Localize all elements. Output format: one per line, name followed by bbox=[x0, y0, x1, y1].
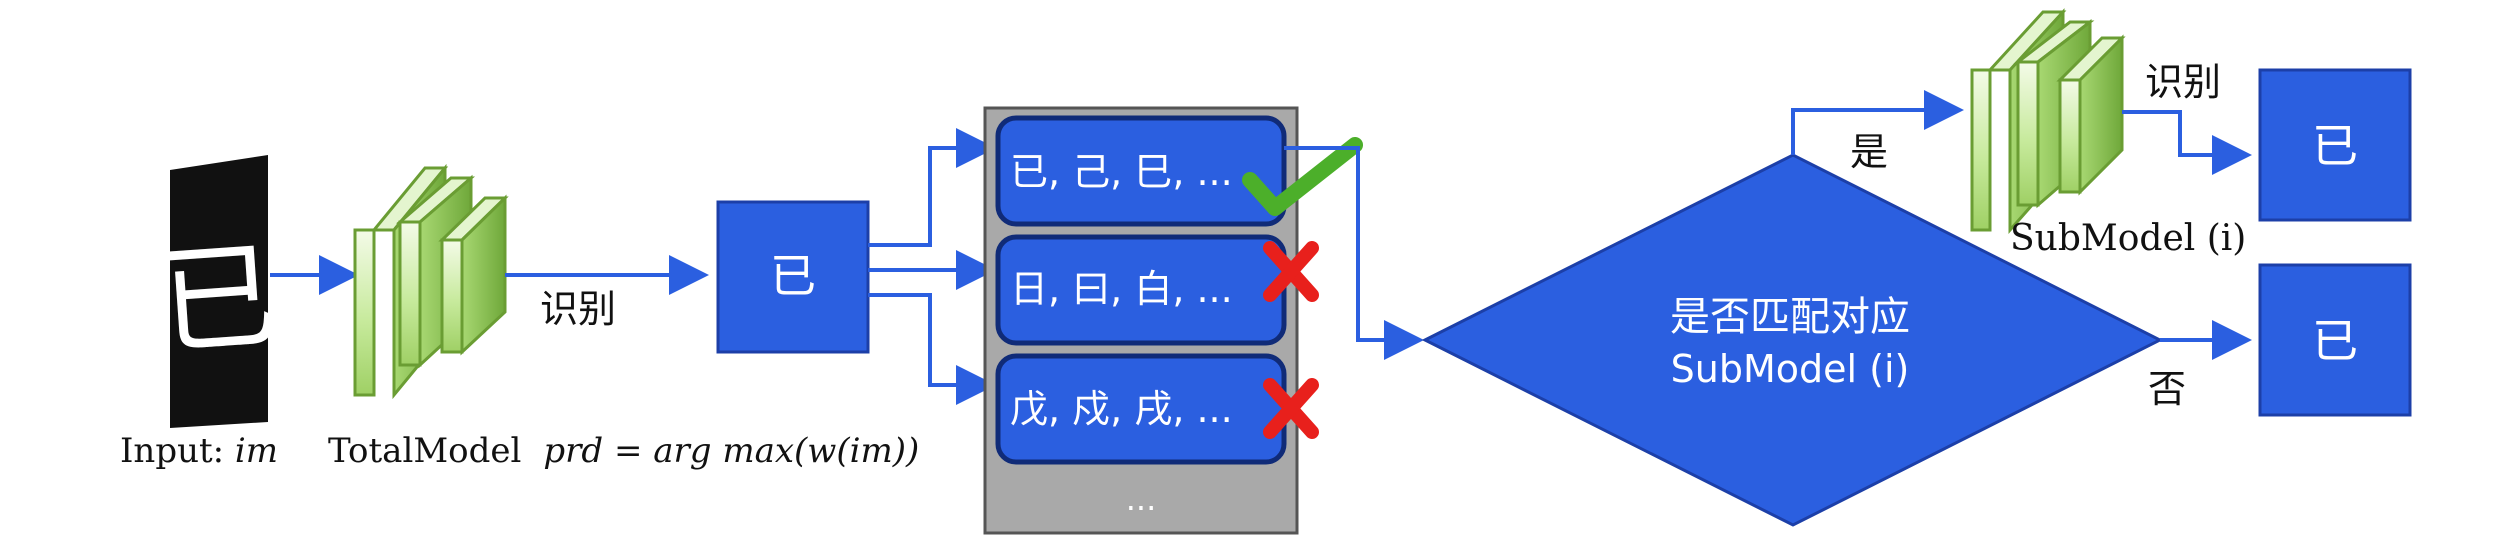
result-top-char: 已 bbox=[2312, 119, 2358, 173]
result-bottom-char: 已 bbox=[2312, 314, 2358, 368]
candidate-group-1-text: 已, 己, 巳, ... bbox=[1010, 150, 1233, 194]
candidate-group-2-text: 日, 曰, 白, ... bbox=[1010, 267, 1233, 311]
predicted-char: 已 bbox=[770, 249, 816, 303]
check-mark-icon bbox=[1242, 137, 1363, 216]
result-box-top bbox=[2258, 68, 2412, 222]
input-image: 已 bbox=[155, 155, 283, 428]
groups-ellipsis: ... bbox=[1126, 480, 1157, 518]
arrow-to-group-3 bbox=[868, 293, 996, 405]
yes-label: 是 bbox=[1850, 130, 1888, 174]
arrow-group-to-decision bbox=[1284, 146, 1424, 360]
no-label: 否 bbox=[2148, 367, 2186, 411]
cross-mark-icon bbox=[1263, 241, 1319, 302]
sub-model-icon bbox=[1970, 8, 2126, 234]
decision-diamond bbox=[1421, 153, 2164, 527]
predicted-char-box bbox=[716, 200, 870, 354]
arrow-to-group-1 bbox=[868, 128, 996, 247]
candidate-group-2 bbox=[995, 234, 1287, 346]
candidate-group-3-text: 戊, 戍, 戌, ... bbox=[1010, 387, 1233, 431]
recognize-label-total: 识别 bbox=[540, 287, 616, 331]
decision-line-1: 是否匹配对应 bbox=[1670, 294, 1910, 340]
arrow-sub-to-result bbox=[2122, 110, 2252, 175]
candidate-group-1 bbox=[995, 115, 1287, 227]
sub-model-caption: SubModel (i) bbox=[2010, 218, 2246, 259]
input-glyph: 已 bbox=[155, 226, 282, 372]
decision-line-2: SubModel (i) bbox=[1671, 347, 1910, 391]
input-caption: Input: im bbox=[120, 431, 278, 471]
arrow-yes bbox=[1791, 90, 1964, 155]
total-model-icon bbox=[353, 163, 509, 400]
cross-mark-icon bbox=[1263, 378, 1319, 439]
result-box-bottom bbox=[2258, 263, 2412, 417]
recognize-label-sub: 识别 bbox=[2145, 60, 2221, 104]
